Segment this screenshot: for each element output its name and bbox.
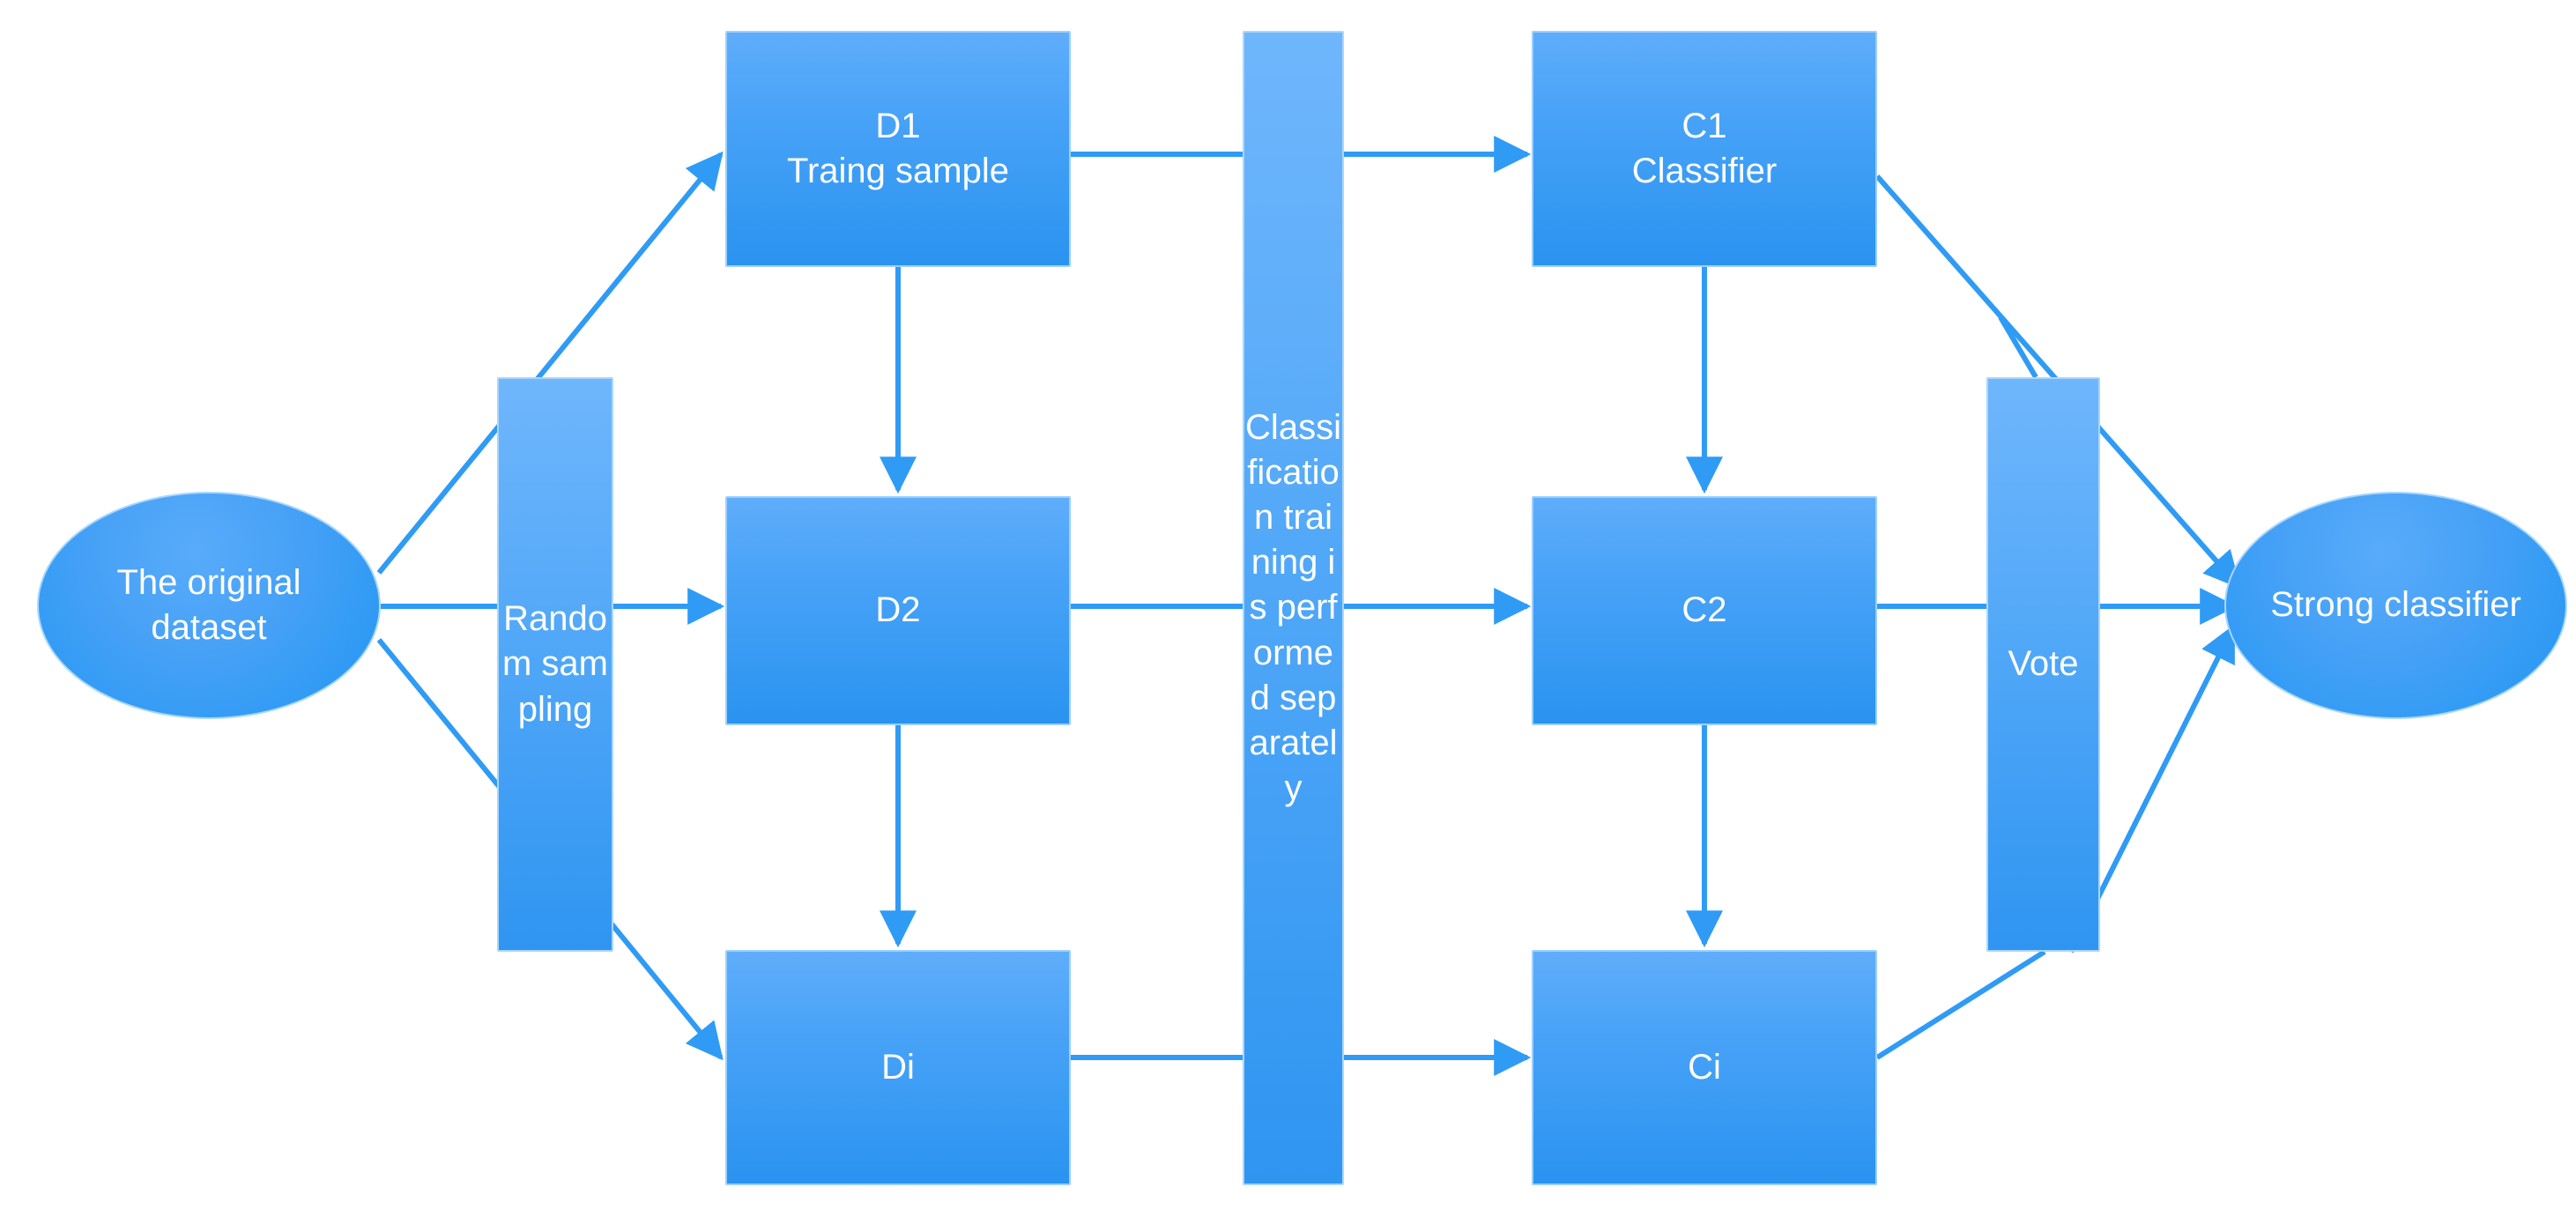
- node-ci[interactable]: Ci: [1532, 950, 1877, 1185]
- node-d1-label: D1 Traing sample: [787, 106, 1009, 190]
- node-d2[interactable]: D2: [725, 496, 1071, 725]
- node-classification-training-label: Classification training is performed sep…: [1245, 407, 1341, 808]
- node-ci-label: Ci: [1688, 1047, 1721, 1087]
- node-original-dataset-label: The original dataset: [116, 562, 301, 647]
- node-random-sampling-label: Random sampling: [502, 599, 608, 729]
- node-random-sampling[interactable]: Random sampling: [497, 377, 613, 952]
- node-di-label: Di: [881, 1047, 915, 1087]
- node-strong-classifier-label: Strong classifier: [2270, 585, 2521, 625]
- node-vote[interactable]: Vote: [1986, 377, 2100, 952]
- edge-c1-to-vote-top: [1998, 315, 2038, 379]
- edge-ci-to-vote: [1875, 949, 2046, 1060]
- node-classification-training[interactable]: Classification training is performed sep…: [1243, 31, 1344, 1185]
- node-c2-label: C2: [1681, 590, 1727, 630]
- node-vote-label: Vote: [2008, 644, 2079, 684]
- node-di[interactable]: Di: [725, 950, 1071, 1185]
- node-c1-label: C1 Classifier: [1631, 106, 1778, 190]
- node-d2-label: D2: [875, 590, 921, 630]
- node-c2[interactable]: C2: [1532, 496, 1877, 725]
- node-original-dataset[interactable]: The original dataset: [37, 492, 381, 719]
- node-strong-classifier[interactable]: Strong classifier: [2224, 492, 2567, 719]
- node-c1-classifier[interactable]: C1 Classifier: [1532, 31, 1877, 267]
- node-d1-training-sample[interactable]: D1 Traing sample: [725, 31, 1071, 267]
